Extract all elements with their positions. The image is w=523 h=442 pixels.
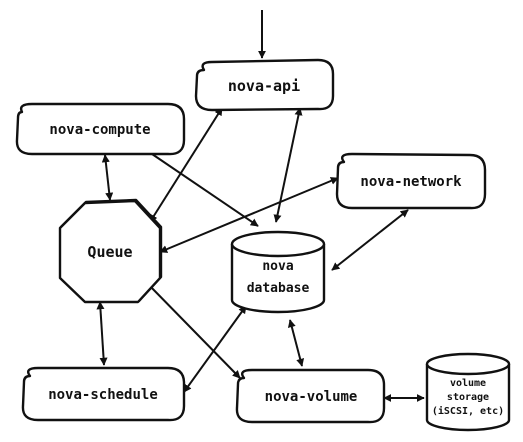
edge-network-queue <box>159 177 339 253</box>
edge-queue-schedule <box>96 301 108 366</box>
node-label-database-2: database <box>247 281 310 296</box>
node-label-queue: Queue <box>87 243 132 261</box>
node-nova-network: nova-network <box>335 152 487 210</box>
node-label-storage-1: volume <box>450 378 486 389</box>
edge-api-database <box>273 107 303 223</box>
edge-schedule-database <box>183 305 247 393</box>
node-label-network: nova-network <box>360 174 462 190</box>
edge-volume-database <box>287 319 305 367</box>
node-label-api: nova-api <box>228 77 300 95</box>
node-nova-volume: nova-volume <box>235 368 386 424</box>
edge-network-database <box>331 209 409 271</box>
node-label-storage-3: (iSCSI, etc) <box>432 405 504 417</box>
node-label-schedule: nova-schedule <box>48 387 158 403</box>
node-label-database-1: nova <box>262 259 293 274</box>
node-nova-schedule: nova-schedule <box>21 366 186 422</box>
node-label-compute: nova-compute <box>49 122 150 138</box>
node-label-storage-2: storage <box>447 392 489 403</box>
edges <box>96 10 425 402</box>
node-queue: Queue <box>58 198 163 304</box>
node-database: nova database <box>230 230 326 314</box>
node-volume-storage: volume storage (iSCSI, etc) <box>425 352 511 432</box>
edge-queue-volume <box>145 281 241 379</box>
edge-compute-queue <box>101 154 114 201</box>
edge-compute-database <box>151 153 259 227</box>
node-nova-compute: nova-compute <box>15 102 186 156</box>
node-label-volume: nova-volume <box>265 389 358 405</box>
node-nova-api: nova-api <box>194 58 335 112</box>
